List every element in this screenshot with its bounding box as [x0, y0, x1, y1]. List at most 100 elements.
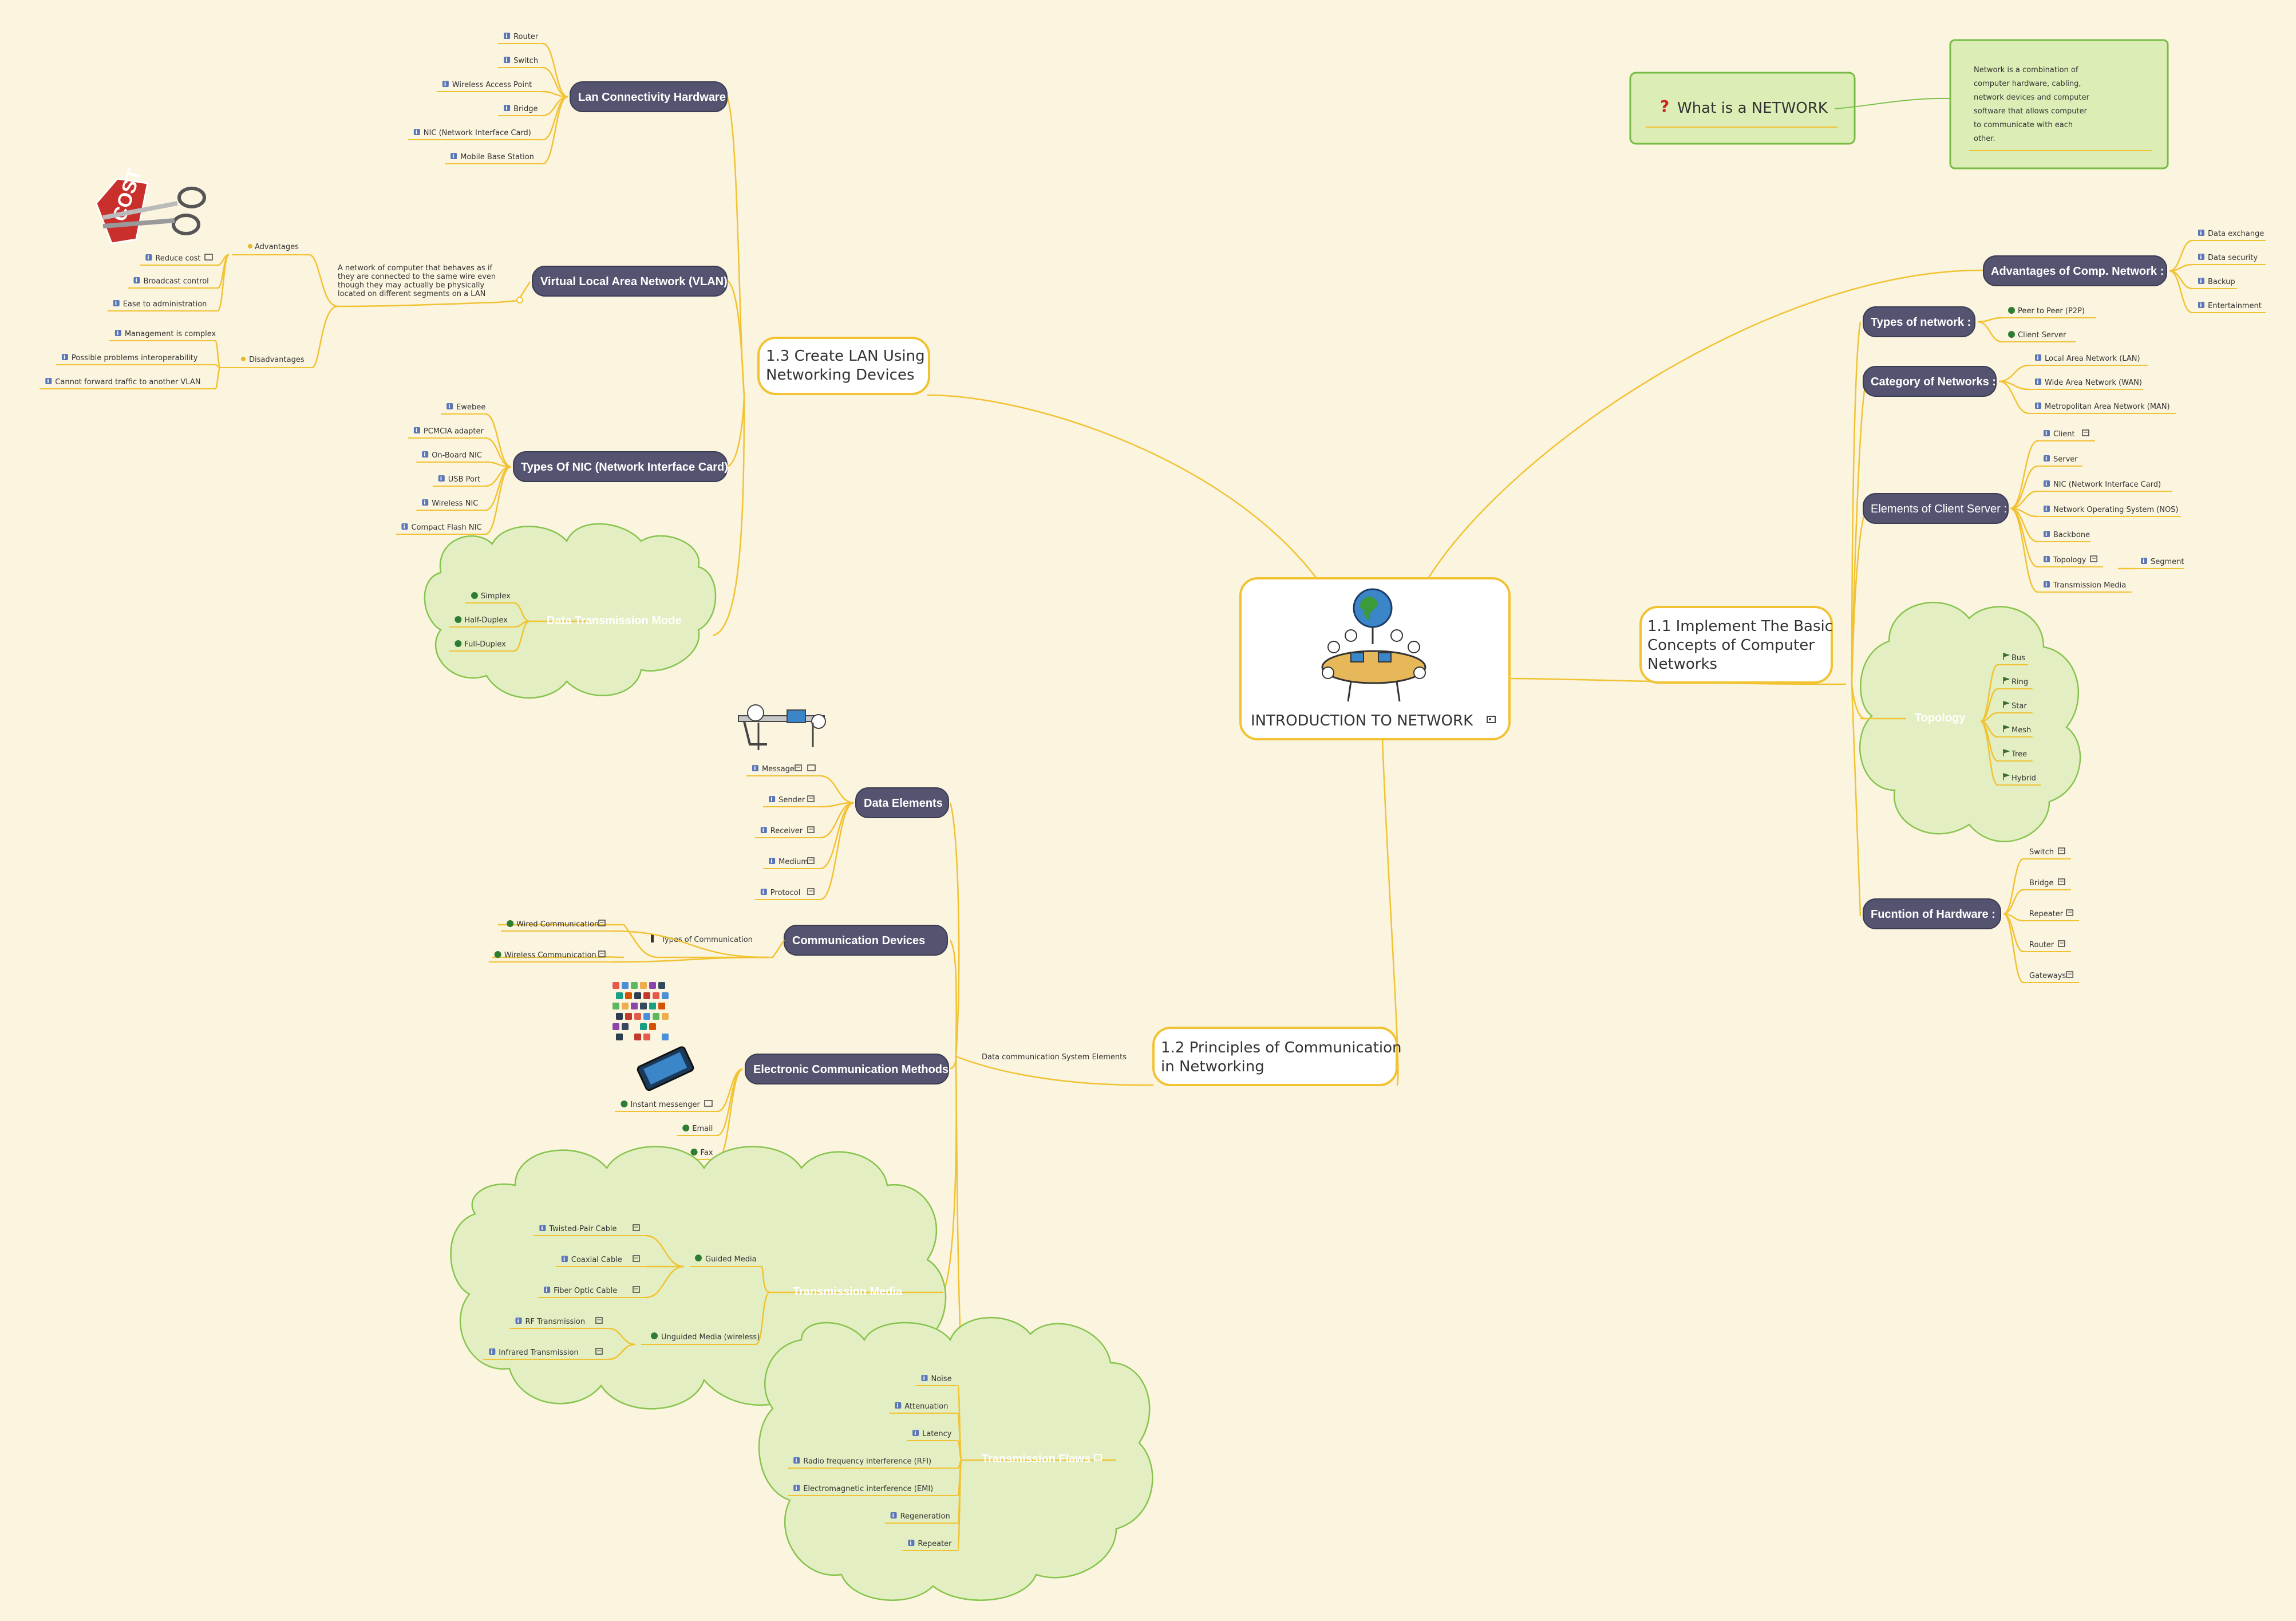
leaf-simplex[interactable]: Simplex [465, 592, 514, 604]
svg-text:i: i [2045, 531, 2047, 538]
ecm-node[interactable]: Electronic Communication Methods [745, 1054, 949, 1084]
leaf-email[interactable]: Email [677, 1125, 717, 1136]
topology-label[interactable]: Topology [1915, 712, 1966, 724]
leaf-router[interactable]: Router [2024, 940, 2071, 952]
unguided-media-node[interactable]: Unguided Media (wireless) [641, 1332, 760, 1345]
dot-icon [682, 1125, 690, 1131]
central-topic[interactable]: INTRODUCTION TO NETWORK [1239, 577, 1511, 740]
vlan-node[interactable]: Virtual Local Area Network (VLAN) [532, 266, 728, 297]
leaf-half-duplex[interactable]: Half-Duplex [449, 616, 514, 628]
advantages-header[interactable]: Advantages [232, 243, 309, 255]
tmedia-label[interactable]: Transmission Media [793, 1285, 903, 1298]
leaf-bridge[interactable]: Bridge [2024, 878, 2071, 890]
leaf-gateways[interactable]: Gateways [2024, 971, 2080, 983]
types-node[interactable]: Types of network : [1863, 306, 1975, 337]
tflaws-label[interactable]: Transmission Flaws [982, 1453, 1090, 1465]
leaf-ring[interactable]: Ring [1998, 676, 2033, 689]
leaf-star[interactable]: Star [1998, 700, 2033, 713]
nic-types-label: Types Of NIC (Network Interface Card) [521, 461, 728, 474]
data-elements-node[interactable]: Data Elements [855, 787, 949, 818]
leaf-full-duplex[interactable]: Full-Duplex [449, 640, 514, 652]
leaf-wireless-communication[interactable]: Wireless Communication [488, 950, 611, 963]
advantages-node[interactable]: Advantages of Comp. Network : [1983, 255, 2167, 286]
leaf-repeater[interactable]: Repeater [2024, 909, 2080, 921]
leaf-peer-to-peer-p2p[interactable]: Peer to Peer (P2P) [2002, 307, 2096, 318]
leaf-client-server[interactable]: Client Server [2002, 331, 2076, 342]
leaf-bus[interactable]: Bus [1998, 652, 2029, 665]
leaf-mesh[interactable]: Mesh [1998, 724, 2033, 737]
guided-media-node[interactable]: Guided Media [690, 1255, 761, 1267]
hardware-node[interactable]: Fucntion of Hardware : [1863, 898, 2001, 929]
disadvantages-header[interactable]: Disadvantages [220, 356, 312, 368]
svg-text:i: i [541, 1225, 543, 1232]
client-server-node[interactable]: Elements of Client Server : [1863, 493, 2009, 524]
topic-1-2[interactable]: 1.2 Principles of Communication in Netwo… [1152, 1027, 1402, 1086]
what-is-network-node[interactable]: ? What is a NETWORK [1629, 72, 1856, 145]
topic-1-1[interactable]: 1.1 Implement The Basic Concepts of Comp… [1639, 606, 1833, 684]
leaf-switch[interactable]: Switch [2024, 847, 2071, 859]
dtm-label[interactable]: Data Transmission Mode [547, 614, 682, 627]
leaf-tree[interactable]: Tree [1998, 748, 2033, 762]
leaf-text: Medium [778, 858, 808, 866]
leaf-wired-communication[interactable]: Wired Communication [501, 920, 611, 932]
lan-hardware-node[interactable]: Lan Connectivity Hardware [570, 81, 728, 112]
leaf-hybrid[interactable]: Hybrid [1998, 772, 2041, 786]
comm-devices-node[interactable]: Communication Devices [784, 925, 948, 956]
category-node[interactable]: Category of Networks : [1863, 366, 1997, 397]
leaf-instant-messenger[interactable]: Instant messenger [615, 1100, 717, 1112]
nic-types-node[interactable]: Types Of NIC (Network Interface Card) [513, 451, 728, 482]
topic-1-3[interactable]: 1.3 Create LAN Using Networking Devices [757, 337, 930, 395]
dcs-label[interactable]: Data communication System Elements [982, 1053, 1127, 1062]
